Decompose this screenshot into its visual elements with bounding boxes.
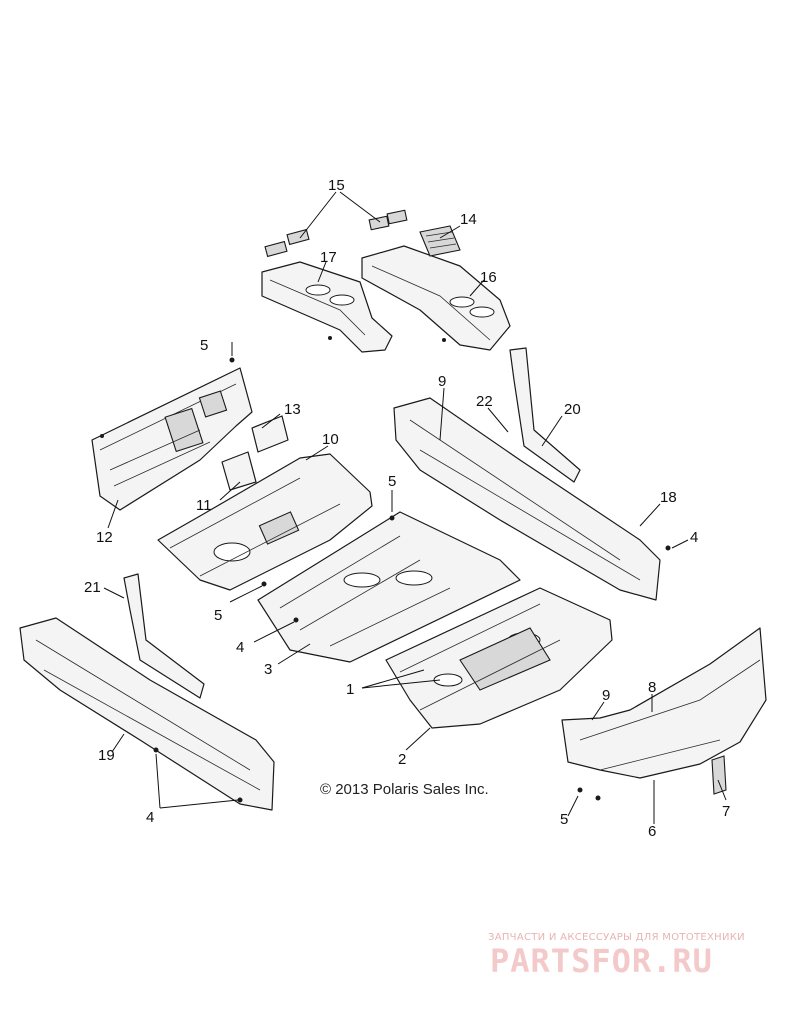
callout-5-rear: 5: [560, 811, 568, 828]
callout-11: 11: [196, 497, 212, 514]
watermark-logo: PARTSFOR.RU: [490, 942, 713, 980]
callout-9-right: 9: [438, 373, 446, 390]
callout-6: 6: [648, 823, 656, 840]
callout-labels: 15 14 17 16 5 9 22 20 13 10 5 18 11 12 4…: [84, 177, 730, 840]
callout-22: 22: [476, 393, 493, 410]
callout-2: 2: [398, 751, 406, 768]
copyright-text: © 2013 Polaris Sales Inc.: [320, 781, 489, 798]
rear-bulkhead-part: [561, 627, 767, 795]
callout-18: 18: [660, 489, 677, 506]
callout-4-center: 4: [236, 639, 244, 656]
callout-16: 16: [480, 269, 497, 286]
callout-12: 12: [96, 529, 113, 546]
side-rail-left-part: [19, 573, 275, 811]
callout-14: 14: [460, 211, 477, 228]
callout-1: 1: [346, 681, 354, 698]
watermark: ЗАПЧАСТИ И АКСЕССУАРЫ ДЛЯ МОТОТЕХНИКИ PA…: [488, 932, 745, 980]
firewall-panel-part: [91, 367, 253, 511]
leader-lines: [103, 191, 727, 824]
floor-tub-lower-part: [385, 587, 613, 729]
callout-5-left: 5: [214, 607, 222, 624]
callout-3: 3: [264, 661, 272, 678]
callout-20: 20: [564, 401, 581, 418]
callout-4-right: 4: [690, 529, 698, 546]
callout-15: 15: [328, 177, 345, 194]
callout-21: 21: [84, 579, 101, 596]
side-rail-right-part: [393, 347, 661, 601]
watermark-tagline: ЗАПЧАСТИ И АКСЕССУАРЫ ДЛЯ МОТОТЕХНИКИ: [488, 932, 745, 943]
callout-5-top: 5: [200, 337, 208, 354]
floor-tray-upper-part: [257, 511, 521, 663]
callout-17: 17: [320, 249, 337, 266]
console-left-part: [261, 228, 393, 353]
panel-cover-11: [221, 451, 257, 491]
console-right-part: [361, 209, 511, 351]
callout-9-rear: 9: [602, 687, 610, 704]
callout-13: 13: [284, 401, 301, 418]
callout-4-bottom: 4: [146, 809, 154, 826]
callout-5-center: 5: [388, 473, 396, 490]
callout-10: 10: [322, 431, 339, 448]
callout-19: 19: [98, 747, 115, 764]
fasteners: [100, 336, 671, 803]
center-tunnel-part: [157, 453, 373, 591]
callout-7: 7: [722, 803, 730, 820]
callout-8: 8: [648, 679, 656, 696]
